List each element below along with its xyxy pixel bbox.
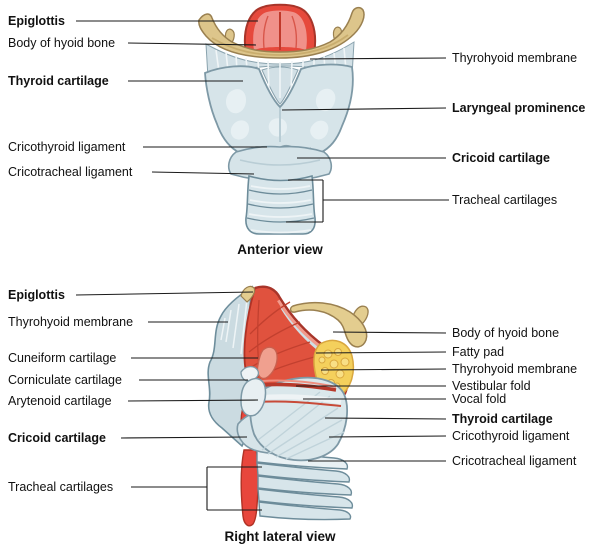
label-lateral-arytenoid-cartilage: Arytenoid cartilage	[8, 394, 112, 408]
label-anterior-laryngeal-prominence: Laryngeal prominence	[452, 101, 586, 115]
label-anterior-thyroid-cartilage: Thyroid cartilage	[8, 74, 109, 88]
label-lateral-corniculate-cartilage: Corniculate cartilage	[8, 373, 122, 387]
label-lateral-thyroid-cartilage: Thyroid cartilage	[452, 412, 553, 426]
lateral-hyoid-horn-shape	[240, 285, 256, 303]
label-lateral-cricotracheal-ligament: Cricotracheal ligament	[452, 454, 577, 468]
label-anterior-cricoid-cartilage: Cricoid cartilage	[452, 151, 550, 165]
label-anterior-tracheal-cartilages: Tracheal cartilages	[452, 193, 558, 207]
anterior-cricoid-cartilage-shape	[227, 145, 333, 182]
anterior-hyoid-bone-shape	[198, 6, 365, 59]
lateral-trachea-shape	[256, 449, 354, 521]
label-lateral-cuneiform-cartilage: Cuneiform cartilage	[8, 351, 117, 365]
label-lateral-body-of-hyoid-bone: Body of hyoid bone	[452, 326, 560, 340]
caption-right-lateral-view: Right lateral view	[224, 529, 336, 544]
label-lateral-tracheal-cartilages: Tracheal cartilages	[8, 480, 114, 494]
label-anterior-cricothyroid-ligament: Cricothyroid ligament	[8, 140, 126, 154]
lateral-arytenoid-cartilage-shape	[240, 377, 267, 417]
label-lateral-fatty-pad: Fatty pad	[452, 345, 505, 359]
lateral-vocal-fold-shape	[256, 394, 342, 407]
anterior-larynx-art	[198, 3, 365, 235]
lateral-cuneiform-cartilage-shape	[256, 346, 278, 380]
label-lateral-vestibular-fold: Vestibular fold	[452, 379, 531, 393]
lateral-larynx-art	[207, 285, 369, 527]
label-lateral-thyrohyoid-membrane-left: Thyrohyoid membrane	[8, 315, 134, 329]
leader-lines	[75, 20, 449, 511]
label-anterior-body-of-hyoid-bone: Body of hyoid bone	[8, 36, 116, 50]
label-lateral-epiglottis: Epiglottis	[8, 288, 65, 302]
label-lateral-thyrohyoid-membrane-right: Thyrohyoid membrane	[452, 362, 578, 376]
label-lateral-cricoid-cartilage: Cricoid cartilage	[8, 431, 106, 445]
anterior-epiglottis-shape	[244, 3, 316, 55]
caption-anterior-view: Anterior view	[237, 242, 323, 257]
label-anterior-epiglottis: Epiglottis	[8, 14, 65, 28]
label-anterior-cricotracheal-ligament: Cricotracheal ligament	[8, 165, 133, 179]
label-anterior-thyrohyoid-membrane: Thyrohyoid membrane	[452, 51, 578, 65]
lateral-hyoid-bone-shape	[289, 301, 369, 348]
label-lateral-vocal-fold: Vocal fold	[452, 392, 507, 406]
anterior-thyroid-cartilage-shape	[204, 63, 354, 154]
label-lateral-cricothyroid-ligament: Cricothyroid ligament	[452, 429, 570, 443]
anterior-trachea-shape	[245, 174, 316, 235]
